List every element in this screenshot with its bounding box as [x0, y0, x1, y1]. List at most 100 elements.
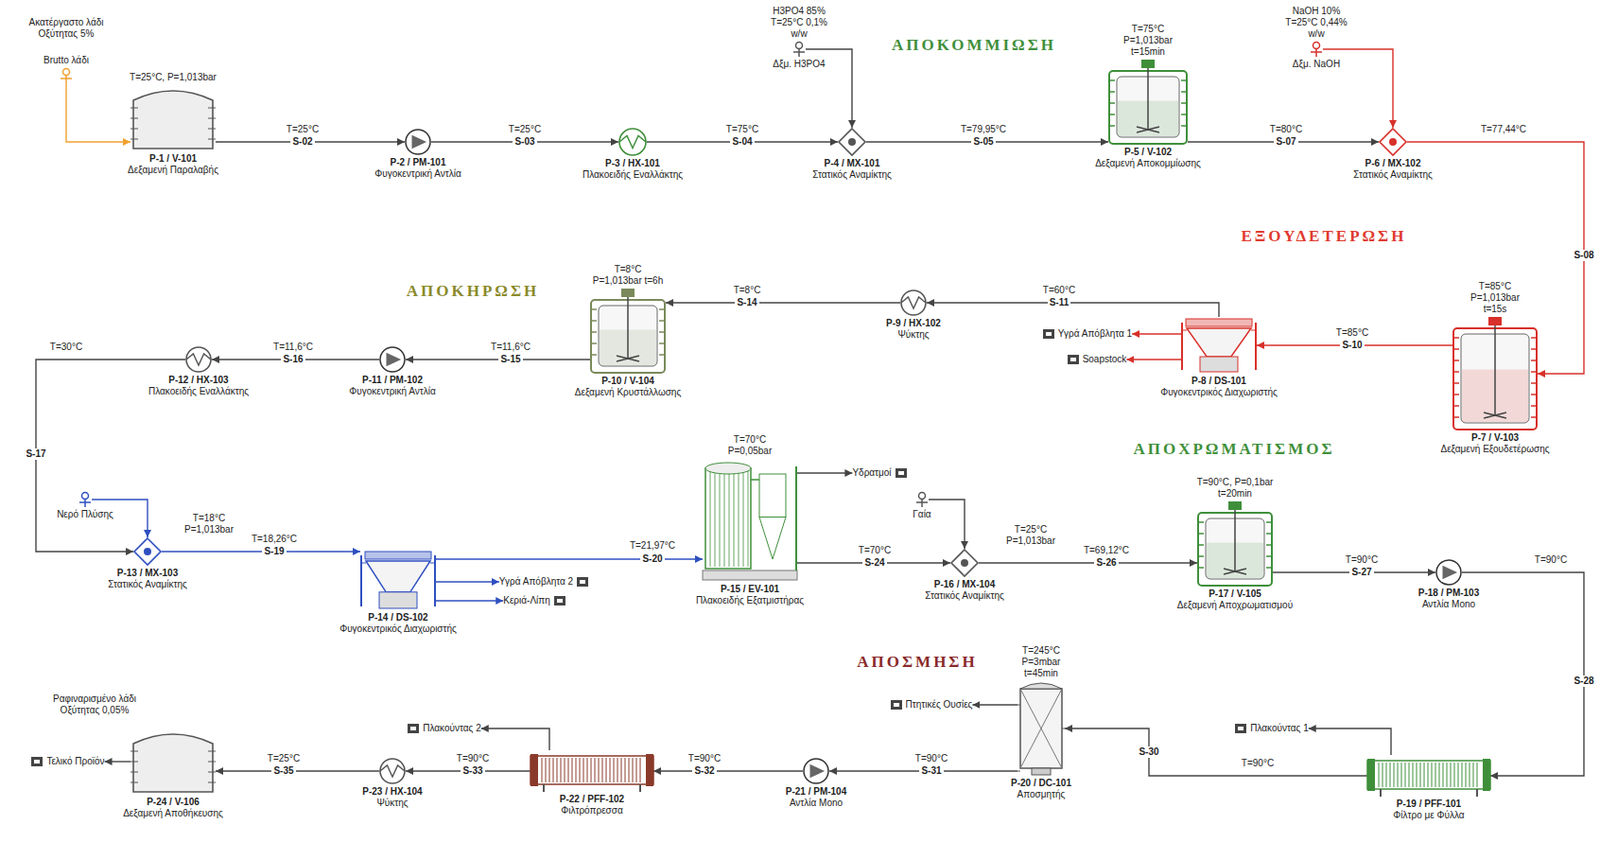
symbol-part: [636, 757, 638, 783]
stream-number: S-16: [280, 353, 305, 366]
symbol-part: [1424, 762, 1426, 787]
equipment-symbol: [1234, 723, 1247, 733]
temperature-label: T=69,12°C: [1083, 544, 1130, 557]
equipment-symbol: [31, 756, 43, 766]
unit-tag: P-19 / PFF-101: [1396, 798, 1461, 810]
symbol-part: [848, 138, 856, 146]
unit-tag: P-11 / PM-102: [362, 374, 423, 386]
symbol-part: [380, 765, 405, 777]
symbol-graphic: [900, 289, 927, 316]
equipment-symbol: [1043, 329, 1055, 339]
temperature-label: T=90°C: [1345, 554, 1378, 566]
temperature-label: T=70°C: [858, 544, 891, 557]
symbol-part: [710, 469, 712, 567]
equipment-symbol: [130, 85, 216, 152]
stream-terminal: Brutto λάδι: [43, 54, 89, 84]
equipment-unit: T=25°C P=1,013barP-16 / MX-104Στατικός Α…: [924, 523, 1005, 602]
section-title: ΑΠΟΣΜΗΣΗ: [856, 652, 977, 672]
symbol-part: [1181, 79, 1187, 82]
symbol-part: [1234, 723, 1247, 733]
unit-name: Δεξαμενή Αποθήκευσης: [122, 807, 224, 819]
equipment-symbol: [78, 491, 92, 507]
unit-name: Πλακοειδής Εναλλάκτης: [582, 169, 683, 181]
feed-note: Ακατέργαστο λάδι Οξύτητας 5%: [14, 17, 119, 40]
symbol-part: [1530, 382, 1537, 384]
symbol-part: [186, 353, 211, 366]
symbol-part: [1453, 393, 1460, 396]
symbol-graphic: [379, 757, 406, 784]
equipment-symbol: [590, 288, 666, 374]
symbol-part: [1223, 568, 1247, 574]
symbol-part: [1367, 758, 1375, 791]
equipment-symbol: [576, 576, 589, 587]
symbol-part: [564, 757, 566, 783]
symbol-part: [1198, 566, 1204, 569]
symbol-part: [380, 347, 405, 372]
unit-conditions: T=90°C, P=0,1bar t=20min: [1182, 476, 1287, 500]
symbol-part: [82, 492, 89, 500]
stream-line: [435, 580, 500, 582]
symbol-part: [632, 757, 634, 783]
stream-line: [1064, 728, 1368, 776]
symbol-part: [919, 492, 926, 500]
equipment-unit: P-21 / PM-104Αντλία Mono: [785, 757, 847, 809]
symbol-graphic: [576, 576, 589, 587]
symbol-part: [365, 551, 432, 559]
symbol-graphic: [1452, 316, 1538, 431]
symbol-part: [719, 469, 721, 567]
symbol-part: [556, 757, 558, 783]
stream-line: [665, 301, 901, 303]
symbol-part: [901, 290, 926, 315]
symbol-part: [143, 547, 152, 556]
symbol-part: [1530, 416, 1537, 418]
symbol-part: [530, 753, 539, 786]
symbol-part: [609, 757, 611, 783]
symbol-part: [1476, 788, 1479, 797]
symbol-part: [705, 468, 751, 569]
unit-tag: P-22 / PFF-102: [559, 793, 625, 805]
stream-terminal: Νερό Πλύσης: [56, 491, 114, 521]
stream-line: [161, 550, 361, 552]
temperature-label: T=25°C: [508, 123, 541, 136]
symbol-part: [1198, 543, 1204, 546]
symbol-part: [568, 757, 570, 783]
symbol-part: [659, 319, 665, 322]
unit-name: Φυγοκεντρική Αντλία: [374, 168, 462, 180]
symbol-part: [1382, 762, 1384, 787]
equipment-symbol: [1367, 754, 1491, 797]
symbol-part: [1450, 762, 1452, 787]
symbol-part: [619, 128, 646, 156]
stream-number: S-05: [971, 136, 995, 148]
stream-terminal: Υδρατμοί: [852, 467, 906, 479]
symbol-part: [705, 462, 751, 474]
symbol-part: [1367, 760, 1491, 789]
equipment-symbol: [59, 68, 73, 84]
section-title: ΕΞΟΥΔΕΤΕΡΩΣΗ: [1241, 226, 1408, 246]
temperature-label: T=77,44°C: [1480, 123, 1527, 136]
symbol-graphic: [702, 458, 798, 582]
unit-conditions: T=75°C P=1,013bar t=15min: [1113, 23, 1184, 58]
symbol-part: [1435, 762, 1437, 787]
unit-name: Αποσμητής: [1017, 788, 1066, 800]
symbol-part: [733, 469, 735, 567]
symbol-part: [729, 469, 731, 567]
stream-number: S-08: [1571, 249, 1596, 261]
symbol-part: [208, 107, 216, 109]
equipment-unit: P-4 / MX-101Στατικός Αναμίκτης: [812, 127, 892, 181]
symbol-part: [1530, 347, 1537, 350]
unit-name: Στατικός Αναμίκτης: [1353, 169, 1433, 181]
equipment-unit: T=8°C P=1,013bar t=6hP-10 / V-104Δεξαμεν…: [574, 263, 682, 399]
unit-name: Στατικός Αναμίκτης: [812, 169, 892, 181]
symbol-part: [1488, 316, 1502, 326]
equipment-unit: T=245°C P=3mbar t=45minP-20 / DC-101Αποσ…: [1006, 644, 1078, 800]
unit-name: Αντλία Mono: [1422, 598, 1476, 610]
symbol-part: [1453, 382, 1460, 384]
symbol-part: [750, 478, 760, 481]
symbol-part: [890, 699, 903, 710]
unit-name: Στατικός Αναμίκτης: [107, 578, 188, 591]
equipment-symbol: [1309, 41, 1323, 57]
symbol-graphic: [407, 723, 419, 733]
symbol-part: [1483, 412, 1507, 418]
temperature-label: T=21,97°C: [629, 539, 676, 552]
equipment-symbol: [702, 458, 798, 582]
